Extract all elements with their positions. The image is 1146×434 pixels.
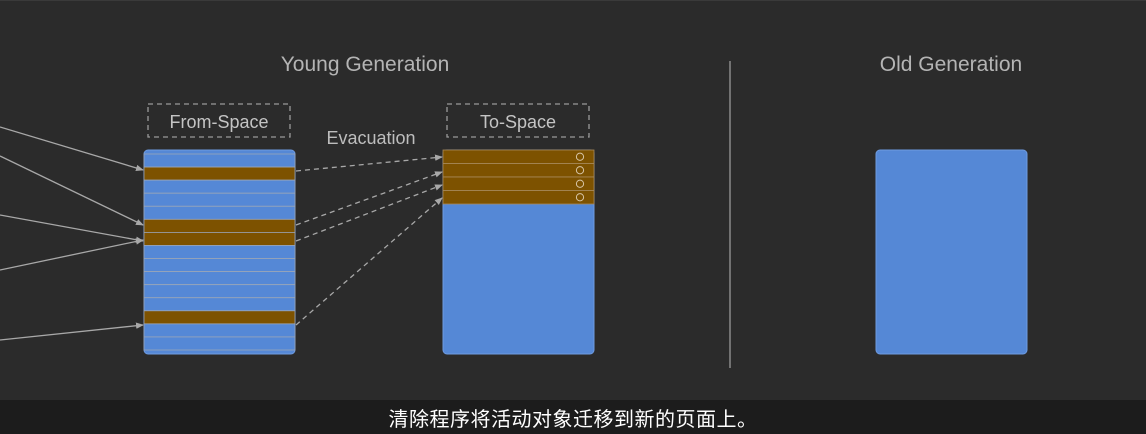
young-generation-title: Young Generation <box>281 53 450 76</box>
old-generation-block <box>875 149 1028 355</box>
evacuation-arrow <box>295 171 443 226</box>
dead-object-row <box>143 258 296 272</box>
evacuated-object-row <box>442 176 595 191</box>
root-pointer-arrow <box>0 322 144 341</box>
live-object-row <box>143 231 296 246</box>
forwarding-pointer-icon <box>575 179 585 188</box>
from-space-label-box <box>147 103 291 138</box>
live-object-row <box>143 310 296 325</box>
from-space-block <box>143 149 296 355</box>
root-pointer-arrow <box>0 155 144 226</box>
dead-object-row <box>143 284 296 299</box>
dead-object-row <box>143 336 296 351</box>
from-space-label: From-Space <box>169 112 268 132</box>
evacuation-arrow <box>295 154 443 172</box>
evacuation-arrows <box>295 154 443 326</box>
old-generation-title: Old Generation <box>880 53 1022 76</box>
dead-object-row <box>143 245 296 259</box>
root-pointer-arrow <box>0 238 144 271</box>
to-space-label: To-Space <box>480 112 556 132</box>
forwarding-pointer-icon <box>575 193 585 202</box>
forwarding-pointer-icon <box>575 166 585 175</box>
evacuation-arrow <box>295 184 443 242</box>
evacuated-object-row <box>442 149 595 164</box>
root-pointer-arrow <box>0 214 144 243</box>
to-space-block <box>442 149 595 355</box>
live-object-row <box>143 218 296 233</box>
evacuated-object-row <box>442 163 595 178</box>
evacuation-label: Evacuation <box>326 128 415 148</box>
dead-object-row <box>143 179 296 194</box>
evacuated-object-row <box>442 190 595 205</box>
dead-object-row <box>143 205 296 220</box>
dead-object-row <box>143 323 296 338</box>
root-pointers <box>0 126 144 341</box>
forwarding-pointer-icon <box>575 152 585 161</box>
dead-object-row <box>143 153 296 168</box>
dead-object-row <box>143 297 296 312</box>
dead-object-row <box>143 271 296 286</box>
subtitle-bar: 清除程序将活动对象迁移到新的页面上。 <box>0 400 1146 434</box>
subtitle-text: 清除程序将活动对象迁移到新的页面上。 <box>388 406 758 431</box>
root-pointer-arrow <box>0 126 144 172</box>
to-space-label-box <box>446 103 590 138</box>
live-object-row <box>143 166 296 181</box>
dead-object-row <box>143 192 296 207</box>
diagram-canvas: Young Generation Old Generation From-Spa… <box>0 53 1028 368</box>
gc-diagram: Young Generation Old Generation From-Spa… <box>0 0 1146 368</box>
